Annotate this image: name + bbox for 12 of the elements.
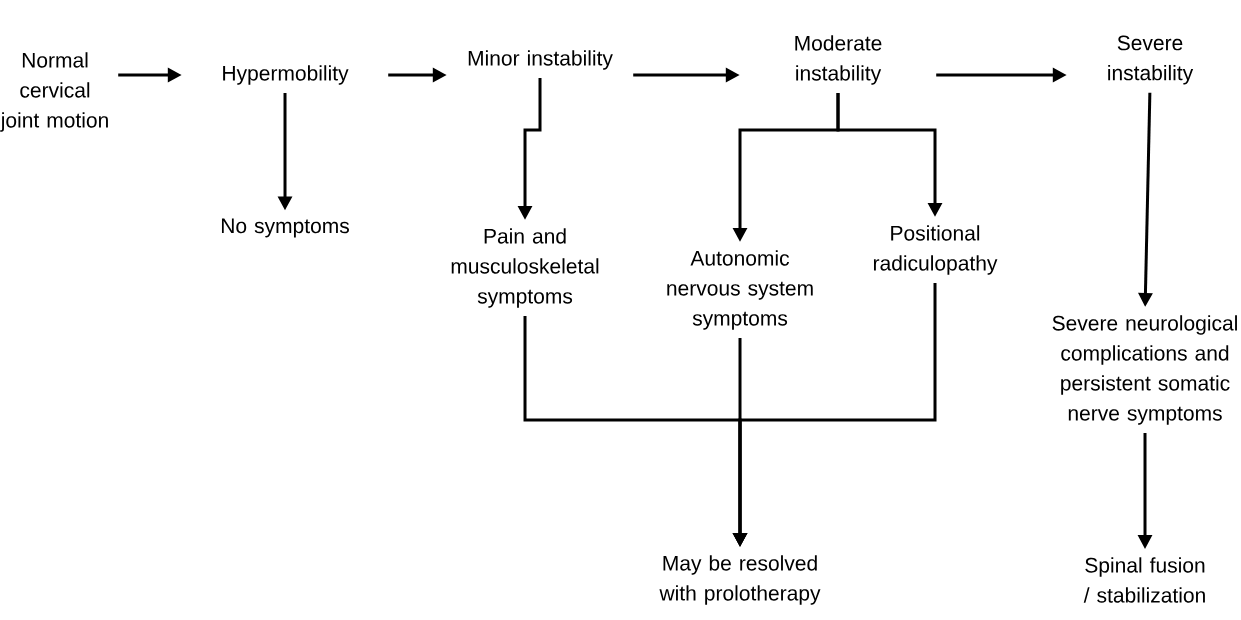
flow-label: May be resolved with prolotherapy xyxy=(659,555,821,605)
flow-label: Spinal fusion / stabilization xyxy=(1083,557,1205,603)
flow-label: Hypermobility xyxy=(223,65,349,85)
flow-label: Severe instability xyxy=(1108,35,1194,85)
flow-label: No symptoms xyxy=(222,218,349,238)
flow-label: Minor instability xyxy=(468,50,613,70)
flow-label: Pain and musculoskeletal symptoms xyxy=(451,228,599,308)
flow-label: Positional radiculopathy xyxy=(873,225,998,275)
flow-label: Moderate instability xyxy=(795,35,882,85)
flow-label: Normal cervical joint motion xyxy=(0,52,108,132)
flow-label: Severe neurological complications and persistent somatic nerve symptoms xyxy=(1052,315,1237,425)
flow-label: Autonomic nervous system symptoms xyxy=(667,250,813,330)
